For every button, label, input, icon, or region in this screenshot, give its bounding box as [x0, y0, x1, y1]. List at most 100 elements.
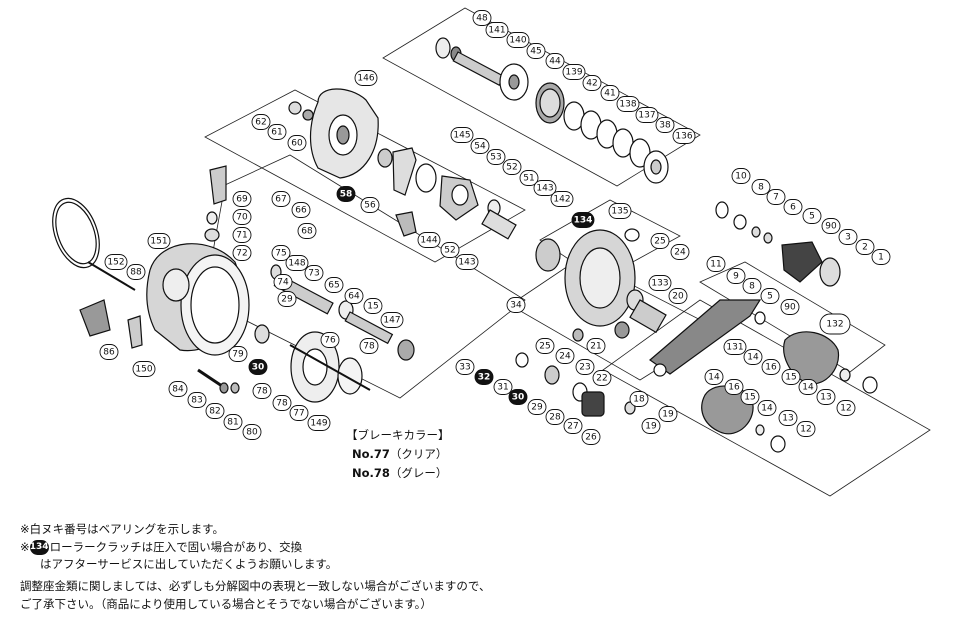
callout-bubble — [304, 265, 324, 281]
callout-number: 131 — [726, 343, 743, 353]
callout-number: 150 — [135, 365, 152, 375]
brake-color-title: 【ブレーキカラー】 — [346, 428, 450, 442]
callout-bubble — [871, 249, 891, 265]
callout-bubble — [668, 288, 688, 304]
callout-number: 139 — [565, 68, 582, 78]
callout-number: 31 — [497, 383, 508, 393]
callout-bubble — [187, 392, 207, 408]
callout-bubble — [272, 395, 292, 411]
callout-bubble — [104, 254, 128, 270]
part-callout: 5 — [760, 288, 780, 304]
callout-number: 48 — [476, 14, 488, 24]
callout-bubble — [582, 75, 602, 91]
callout-number: 33 — [459, 363, 470, 373]
callout-number: 45 — [530, 47, 541, 57]
part-callout: 143 — [533, 180, 557, 196]
callout-number: 56 — [364, 201, 376, 211]
callout-number: 5 — [809, 212, 815, 222]
callout-bubble — [252, 383, 272, 399]
part-callout: 12 — [836, 400, 856, 416]
part-callout: 135 — [608, 203, 632, 219]
part-callout: 53 — [486, 149, 506, 165]
part-callout: 54 — [470, 138, 490, 154]
callout-bubble — [641, 418, 661, 434]
part-callout: 14 — [743, 349, 763, 365]
callout-bubble — [297, 223, 317, 239]
callout-number: 79 — [232, 350, 244, 360]
callout-bubble — [648, 275, 672, 291]
part-callout: 136 — [672, 128, 696, 144]
callout-number: 30 — [252, 363, 265, 373]
callout-number: 148 — [288, 259, 305, 269]
part-callout: 29 — [277, 291, 297, 307]
part-callout: 13 — [778, 410, 798, 426]
callout-number: 54 — [474, 142, 486, 152]
part-callout: 131 — [723, 339, 747, 355]
callout-bubble — [228, 346, 248, 362]
callout-number: 145 — [453, 131, 470, 141]
callout-bubble — [450, 127, 474, 143]
part-callout: 27 — [563, 418, 583, 434]
upper-gear-train — [435, 37, 669, 184]
callout-bubble — [472, 10, 492, 26]
callout-number: 19 — [645, 422, 657, 432]
callout-bubble — [629, 391, 649, 407]
callout-bubble — [289, 405, 309, 421]
callout-number: 149 — [310, 419, 327, 429]
callout-number: 30 — [512, 393, 525, 403]
callout-bubble — [655, 117, 675, 133]
callout-bubble — [757, 400, 777, 416]
part-callout: 148 — [285, 255, 309, 271]
callout-number: 15 — [744, 393, 755, 403]
part-callout: 23 — [575, 359, 595, 375]
callout-number: 19 — [662, 410, 674, 420]
callout-bubble — [592, 370, 612, 386]
callout-number: 44 — [549, 57, 561, 67]
part-callout: 14 — [704, 369, 724, 385]
part-callout: 20 — [668, 288, 688, 304]
part-callout: 52 — [502, 159, 522, 175]
part-callout: 38 — [655, 117, 675, 133]
callout-bubble — [760, 288, 780, 304]
part-callout: 62 — [251, 114, 271, 130]
callout-bubble — [650, 233, 670, 249]
callout-bubble — [359, 338, 379, 354]
part-callout: 152 — [104, 254, 128, 270]
callout-bubble — [616, 96, 640, 112]
part-callout: 69 — [232, 191, 252, 207]
left-side-assembly — [52, 165, 270, 394]
callout-bubble — [380, 312, 404, 328]
callout-bubble — [271, 245, 291, 261]
callout-bubble — [485, 22, 509, 38]
part-callout: 78 — [272, 395, 292, 411]
callout-number: 74 — [277, 278, 289, 288]
handle-assembly — [649, 201, 878, 453]
callout-bubble — [223, 414, 243, 430]
callout-number: 32 — [478, 373, 491, 383]
callout-number: 16 — [765, 363, 777, 373]
callout-number: 86 — [103, 348, 115, 358]
callout-bubble — [672, 128, 696, 144]
part-callout: 51 — [519, 170, 539, 186]
callout-bubble — [232, 245, 252, 261]
part-callout: 24 — [670, 244, 690, 260]
callout-bubble — [740, 389, 760, 405]
callout-number: 20 — [672, 292, 684, 302]
callout-number: 14 — [761, 404, 773, 414]
callout-number: 12 — [840, 404, 851, 414]
adjust-note-line-2: ご了承下さい。（商品により使用している場合とそうでない場合がございます。） — [20, 597, 432, 611]
callout-bubble — [563, 418, 583, 434]
callout-number: 26 — [585, 433, 597, 443]
callout-bubble — [277, 291, 297, 307]
callout-number: 21 — [590, 342, 601, 352]
part-callout: 19 — [641, 418, 661, 434]
part-callout: 140 — [506, 32, 530, 48]
part-callout: 12 — [796, 421, 816, 437]
callout-number: 42 — [586, 79, 597, 89]
callout-number: 14 — [802, 383, 814, 393]
part-callout: 144 — [417, 232, 441, 248]
callout-bubble — [550, 191, 574, 207]
callout-bubble — [147, 233, 171, 249]
callout-bubble — [798, 379, 818, 395]
